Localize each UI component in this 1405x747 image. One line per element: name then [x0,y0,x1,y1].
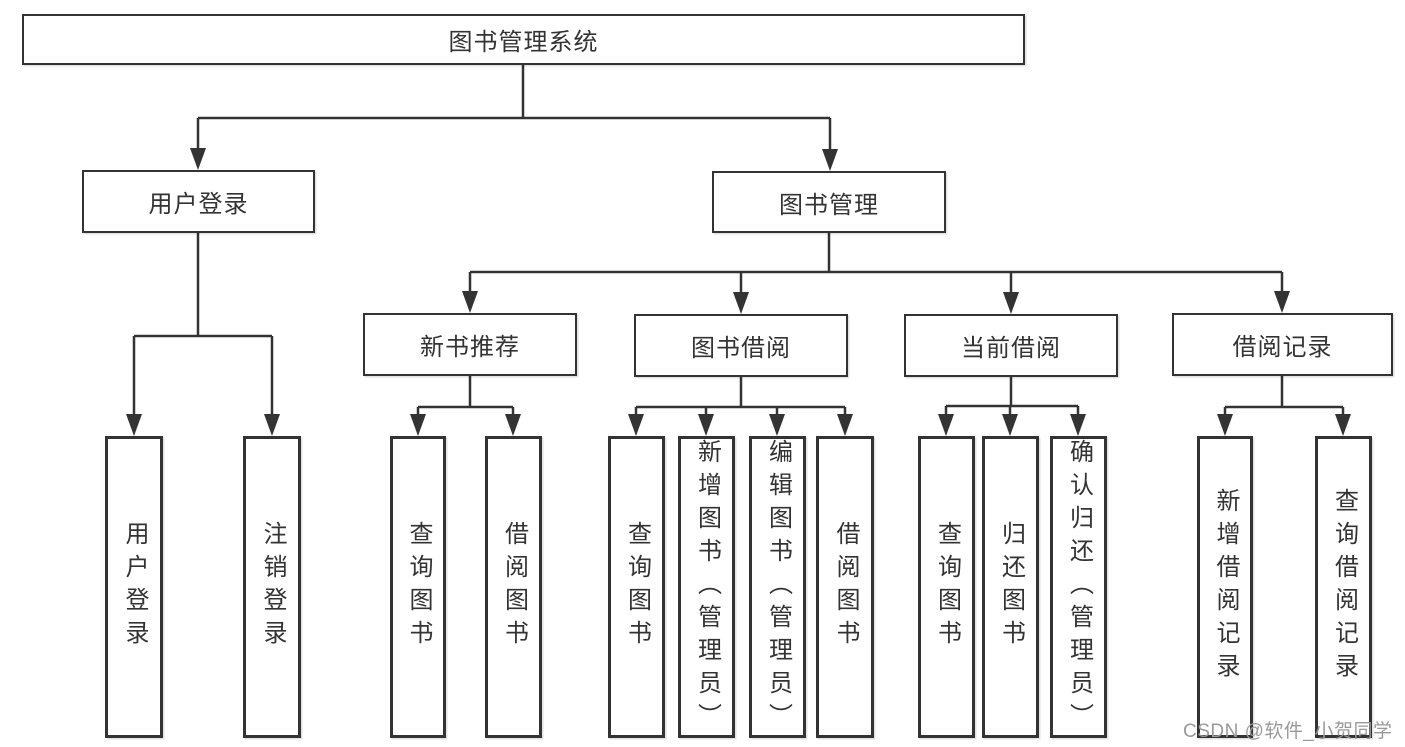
leaf-add-book-admin: 新增图书（管理员） [678,436,735,738]
node-book-borrow: 图书借阅 [634,314,848,377]
leaf-recommend-borrow-book-label: 借阅图书 [500,521,528,653]
leaf-logout: 注销登录 [243,436,301,738]
leaf-edit-book-admin: 编辑图书（管理员） [749,436,806,738]
csdn-watermark: CSDN @软件_小贺同学 [1183,721,1393,742]
leaf-borrow-book-label: 借阅图书 [832,521,859,653]
leaf-edit-book-admin-label: 编辑图书（管理员） [764,438,792,736]
node-root-library-system: 图书管理系统 [22,14,1025,65]
leaf-user-login: 用户登录 [105,436,163,738]
leaf-query-borrow-record: 查询借阅记录 [1315,436,1372,738]
node-borrow-record: 借阅记录 [1172,313,1393,376]
node-current-borrow: 当前借阅 [904,314,1118,377]
leaf-logout-label: 注销登录 [259,521,286,653]
leaf-current-query-book: 查询图书 [918,436,975,738]
leaf-recommend-query-book: 查询图书 [390,436,446,738]
leaf-borrow-query-book: 查询图书 [608,436,665,738]
leaf-return-book-label: 归还图书 [997,521,1025,653]
leaf-confirm-return-admin: 确认归还（管理员） [1050,436,1107,738]
leaf-recommend-query-book-label: 查询图书 [405,521,432,653]
leaf-confirm-return-admin-label: 确认归还（管理员） [1065,438,1093,736]
node-new-book-recommend: 新书推荐 [363,313,577,376]
leaf-query-borrow-record-label: 查询借阅记录 [1330,488,1358,686]
leaf-current-query-book-label: 查询图书 [933,521,961,653]
leaf-recommend-borrow-book: 借阅图书 [485,436,542,738]
node-book-management: 图书管理 [712,171,946,233]
leaf-add-book-admin-label: 新增图书（管理员） [693,438,721,736]
leaf-add-borrow-record: 新增借阅记录 [1197,436,1253,738]
leaf-add-borrow-record-label: 新增借阅记录 [1212,488,1239,686]
leaf-borrow-book: 借阅图书 [816,436,874,738]
leaf-borrow-query-book-label: 查询图书 [623,521,651,653]
leaf-user-login-label: 用户登录 [121,521,148,653]
node-user-login: 用户登录 [82,170,315,233]
leaf-return-book: 归还图书 [982,436,1039,738]
